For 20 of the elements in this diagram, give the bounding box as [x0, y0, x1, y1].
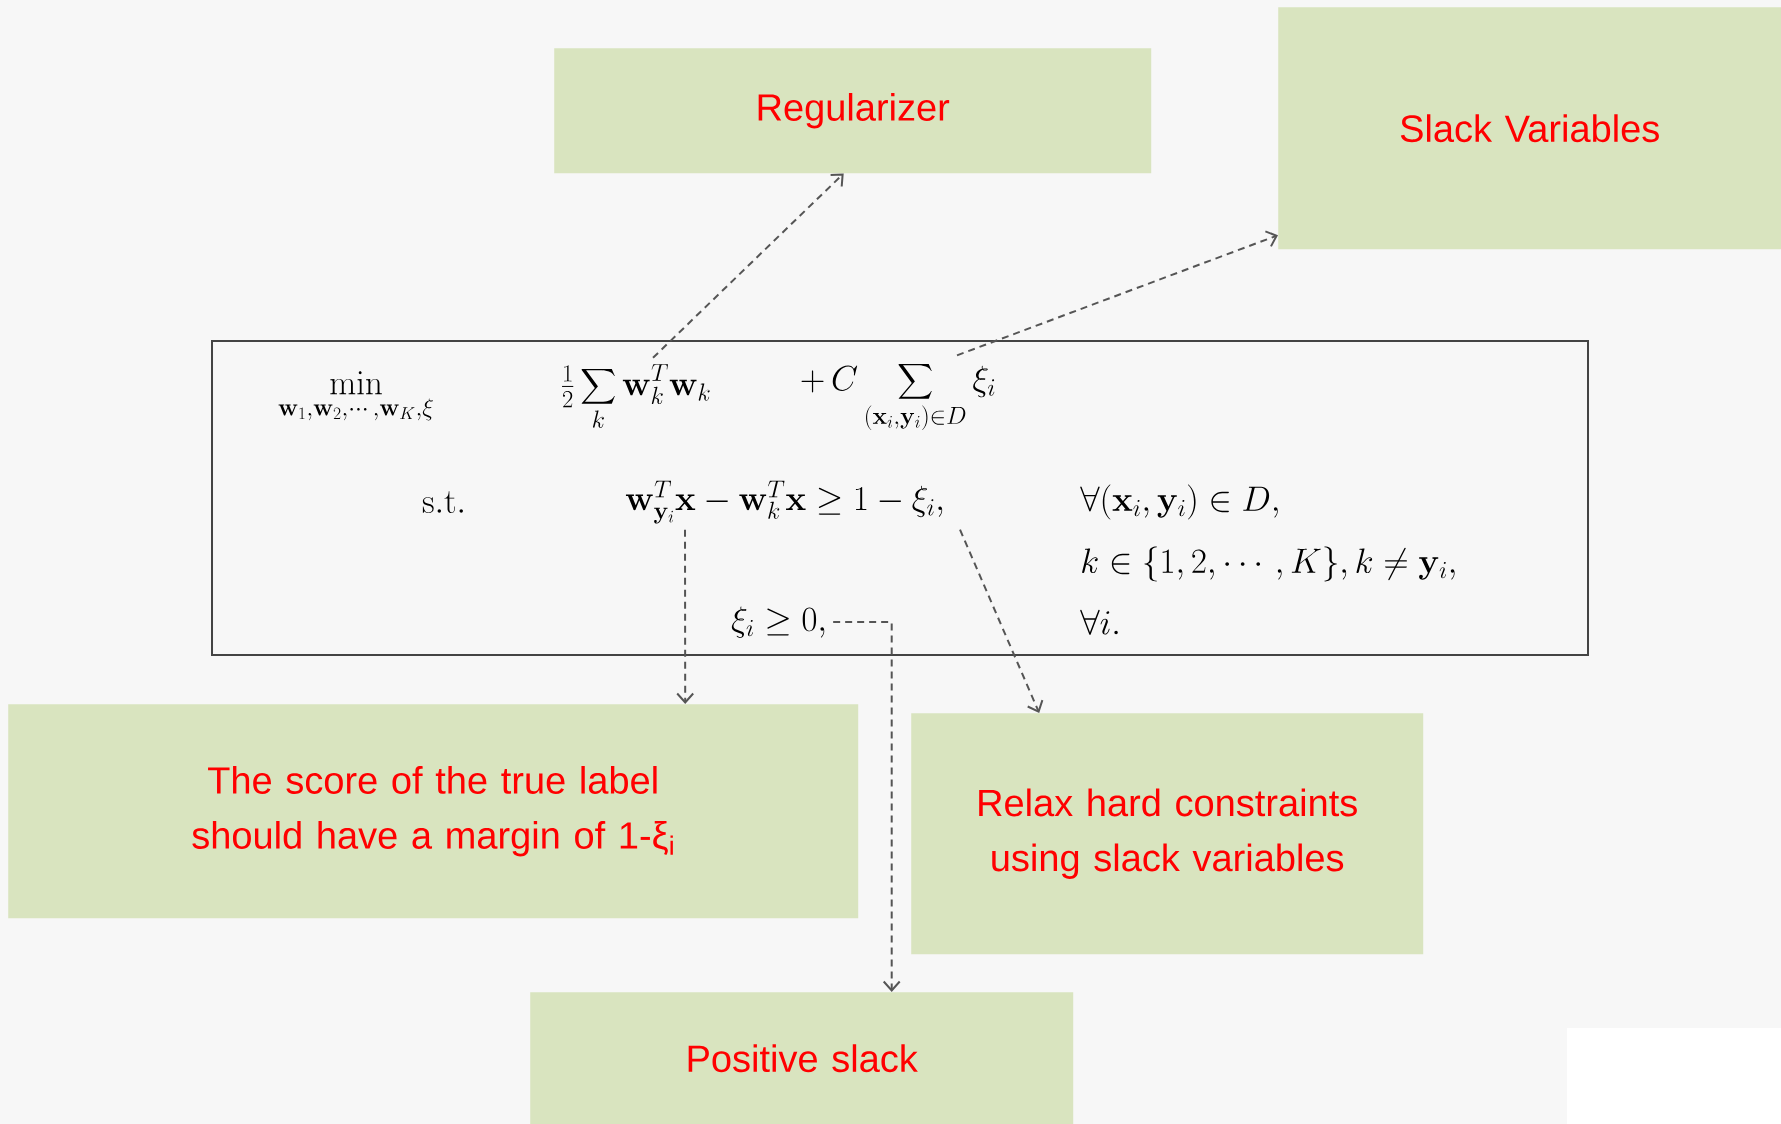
formula: $\tfrac{1}{2}\sum_k \mathbf{w}_k^T\mathbf{w}_k$	[562, 364, 710, 428]
formula-box	[211, 340, 1589, 656]
formula: $\forall(\mathbf{x}_i,\mathbf{y}_i)\in D,$	[1080, 484, 1278, 520]
formula: $\mathrm{s.t.}$	[422, 491, 463, 514]
annotation-box: Regularizer	[554, 48, 1152, 174]
dashed-arrow	[676, 528, 695, 704]
formula: $\forall i.$	[1080, 609, 1118, 635]
formula: $\xi_i\geq 0,$	[731, 606, 825, 638]
annotation-box: Slack Variables	[1278, 7, 1781, 250]
formula: $\mathbf{w}_{\mathbf{y}_i}^T\mathbf{x}-\mathbf{w}_k^T\mathbf{x}\geq 1-\xi_i,$	[625, 480, 943, 524]
annotation-box: Positive slack	[530, 992, 1074, 1124]
dashed-arrow	[956, 230, 1278, 357]
formula: $k\in\{1,2,\cdots,K\},k\neq\mathbf{y}_i,$	[1082, 546, 1455, 582]
dashed-arrow	[652, 173, 844, 359]
formula: $+\, C \sum_{(\mathbf{x}_i,\mathbf{y}_i)\in D}\xi_i$	[801, 364, 995, 430]
dashed-arrow	[959, 528, 1044, 713]
annotation-box: The score of the true label should have a margin of 1-ξ$_{i}$	[8, 704, 859, 919]
annotation-box: Relax hard constraints using slack variables	[911, 713, 1424, 955]
formula: $\min_{\mathbf{w}_1,\mathbf{w}_2,\cdots,\mathbf{w}_K,\xi}$	[278, 371, 434, 421]
dashed-arrow	[832, 621, 901, 992]
